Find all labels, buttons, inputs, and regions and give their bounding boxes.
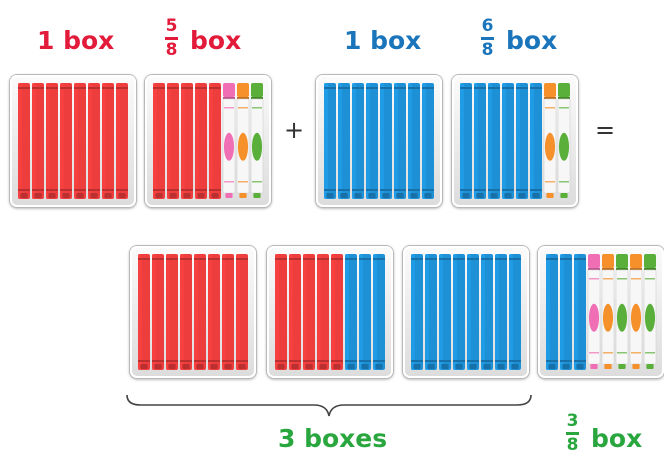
red-marker <box>181 83 193 199</box>
blue-marker <box>453 254 465 370</box>
numerator: 6 <box>482 18 494 35</box>
blue-marker <box>516 83 528 199</box>
red-marker <box>18 83 30 199</box>
blue-marker <box>352 83 364 199</box>
blue-marker <box>488 83 500 199</box>
red-marker <box>275 254 287 370</box>
red-marker <box>88 83 100 199</box>
orange-marker <box>602 254 614 369</box>
red-marker <box>236 254 248 370</box>
red-marker <box>74 83 86 199</box>
red-marker <box>289 254 301 370</box>
red-marker <box>303 254 315 370</box>
blue-marker <box>574 254 586 370</box>
green-marker <box>616 254 628 369</box>
blue-marker <box>408 83 420 199</box>
label-one-box-blue: 1 box <box>344 28 421 53</box>
red-marker <box>138 254 150 370</box>
label-box-green: box <box>591 426 642 451</box>
blue-marker <box>394 83 406 199</box>
green-marker <box>251 83 263 198</box>
fraction-five-eighths: 5 8 <box>165 18 178 59</box>
red-marker <box>46 83 58 199</box>
blue-marker <box>359 254 371 370</box>
pink-marker <box>588 254 600 369</box>
top-box-1 <box>10 75 136 207</box>
red-marker <box>208 254 220 370</box>
red-marker <box>116 83 128 199</box>
red-marker <box>195 83 207 199</box>
blue-marker <box>425 254 437 370</box>
top-box-4 <box>452 75 578 207</box>
blue-marker <box>546 254 558 370</box>
blue-marker <box>366 83 378 199</box>
red-marker <box>32 83 44 199</box>
green-marker <box>644 254 656 369</box>
bottom-box-2 <box>267 246 393 378</box>
red-marker <box>222 254 234 370</box>
label-box-blue: box <box>506 28 557 53</box>
blue-marker <box>373 254 385 370</box>
blue-marker <box>474 83 486 199</box>
blue-marker <box>324 83 336 199</box>
orange-marker <box>544 83 556 198</box>
red-marker <box>331 254 343 370</box>
blue-marker <box>460 83 472 199</box>
bottom-box-4 <box>538 246 664 378</box>
blue-marker <box>481 254 493 370</box>
red-marker <box>152 254 164 370</box>
label-box-red: box <box>190 28 241 53</box>
red-marker <box>166 254 178 370</box>
marker-set <box>538 246 664 378</box>
marker-set <box>452 75 578 207</box>
red-marker <box>167 83 179 199</box>
equals-sign: = <box>595 118 615 142</box>
blue-marker <box>422 83 434 199</box>
curly-brace <box>124 392 534 422</box>
red-marker <box>60 83 72 199</box>
top-box-2 <box>145 75 271 207</box>
bottom-box-1 <box>130 246 256 378</box>
marker-set <box>130 246 256 378</box>
denominator: 8 <box>166 42 178 59</box>
bottom-box-3 <box>403 246 529 378</box>
blue-marker <box>467 254 479 370</box>
green-marker <box>558 83 570 198</box>
blue-marker <box>338 83 350 199</box>
red-marker <box>102 83 114 199</box>
blue-marker <box>411 254 423 370</box>
red-marker <box>180 254 192 370</box>
blue-marker <box>502 83 514 199</box>
blue-marker <box>560 254 572 370</box>
blue-marker <box>345 254 357 370</box>
top-box-3 <box>316 75 442 207</box>
orange-marker <box>630 254 642 369</box>
marker-set <box>145 75 271 207</box>
red-marker <box>209 83 221 199</box>
blue-marker <box>530 83 542 199</box>
pink-marker <box>223 83 235 198</box>
red-marker <box>194 254 206 370</box>
blue-marker <box>380 83 392 199</box>
denominator: 8 <box>567 437 579 454</box>
numerator: 3 <box>567 413 579 430</box>
marker-set <box>316 75 442 207</box>
fraction-three-eighths: 3 8 <box>566 413 579 454</box>
marker-set <box>267 246 393 378</box>
marker-set <box>10 75 136 207</box>
blue-marker <box>509 254 521 370</box>
blue-marker <box>495 254 507 370</box>
red-marker <box>153 83 165 199</box>
red-marker <box>317 254 329 370</box>
denominator: 8 <box>482 42 494 59</box>
plus-sign: + <box>284 118 304 142</box>
fraction-six-eighths: 6 8 <box>481 18 494 59</box>
label-three-boxes: 3 boxes <box>278 426 387 451</box>
orange-marker <box>237 83 249 198</box>
label-one-box-red: 1 box <box>37 28 114 53</box>
blue-marker <box>439 254 451 370</box>
marker-set <box>403 246 529 378</box>
numerator: 5 <box>166 18 178 35</box>
